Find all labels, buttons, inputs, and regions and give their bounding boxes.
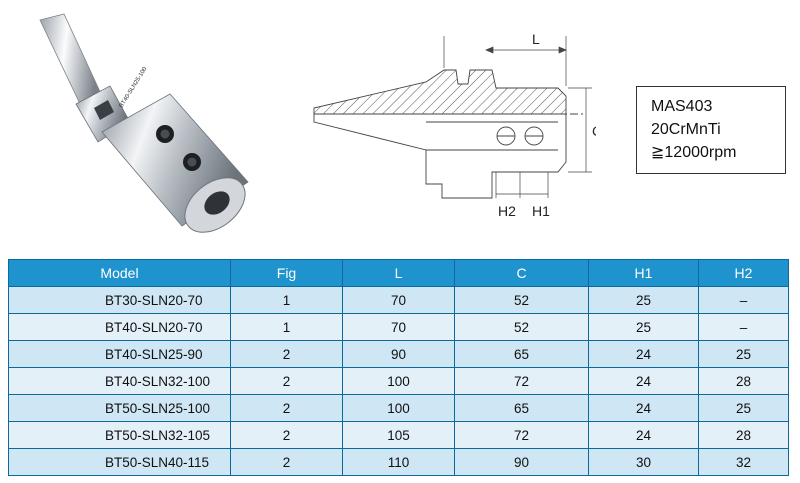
cell-fig: 1 <box>230 286 343 314</box>
cell-h2: 25 <box>698 340 789 368</box>
cell-fig: 2 <box>230 367 343 395</box>
header-h1: H1 <box>588 259 699 287</box>
table-row: BT40-SLN25-90 2 90 65 24 25 <box>8 340 789 368</box>
cell-model: BT50-SLN32-105 <box>8 421 231 449</box>
holder-body <box>39 13 249 233</box>
cell-fig: 1 <box>230 313 343 341</box>
cell-fig: 2 <box>230 421 343 449</box>
cell-model: BT40-SLN20-70 <box>8 313 231 341</box>
table-row: BT50-SLN25-100 2 100 65 24 25 <box>8 394 789 422</box>
table-row: BT40-SLN20-70 1 70 52 25 – <box>8 313 789 341</box>
cell-c: 90 <box>454 448 589 476</box>
cell-l: 70 <box>342 286 455 314</box>
table-header-row: Model Fig L C H1 H2 <box>8 259 789 287</box>
table-row: BT40-SLN32-100 2 100 72 24 28 <box>8 367 789 395</box>
cell-h1: 30 <box>588 448 699 476</box>
spec-standard: MAS403 <box>651 98 713 115</box>
cell-l: 100 <box>342 367 455 395</box>
cell-c: 65 <box>454 394 589 422</box>
holder-section-view <box>313 69 586 199</box>
cell-h2: – <box>698 313 789 341</box>
spec-box: MAS403 20CrMnTi ≧12000rpm <box>636 86 786 174</box>
dim-label-h1: H1 <box>532 203 550 219</box>
dim-label-h2: H2 <box>498 203 516 219</box>
cell-model: BT50-SLN40-115 <box>8 448 231 476</box>
cell-h1: 25 <box>588 313 699 341</box>
header-l: L <box>342 259 455 287</box>
table-row: BT30-SLN20-70 1 70 52 25 – <box>8 286 789 314</box>
cell-l: 105 <box>342 421 455 449</box>
cell-c: 72 <box>454 367 589 395</box>
cell-h1: 24 <box>588 367 699 395</box>
cell-fig: 2 <box>230 448 343 476</box>
header-model: Model <box>8 259 231 287</box>
cell-l: 90 <box>342 340 455 368</box>
cell-c: 65 <box>454 340 589 368</box>
cell-h2: 32 <box>698 448 789 476</box>
dim-label-c: C <box>592 123 596 139</box>
cell-h1: 25 <box>588 286 699 314</box>
dimension-lines <box>443 36 592 198</box>
cell-h1: 24 <box>588 394 699 422</box>
spec-material: 20CrMnTi <box>651 121 721 138</box>
technical-drawing: L C H2 H1 <box>313 31 596 219</box>
cell-fig: 2 <box>230 394 343 422</box>
cell-model: BT50-SLN25-100 <box>8 394 231 422</box>
cell-fig: 2 <box>230 340 343 368</box>
header-fig: Fig <box>230 259 343 287</box>
table-row: BT50-SLN32-105 2 105 72 24 28 <box>8 421 789 449</box>
cell-c: 52 <box>454 313 589 341</box>
cell-l: 100 <box>342 394 455 422</box>
cell-l: 110 <box>342 448 455 476</box>
header-c: C <box>454 259 589 287</box>
dim-label-l: L <box>532 31 540 47</box>
cell-model: BT30-SLN20-70 <box>8 286 231 314</box>
tool-holder-photo: BT40-SLN25-100 <box>39 13 249 233</box>
spec-speed: ≧12000rpm <box>651 144 737 161</box>
cell-c: 52 <box>454 286 589 314</box>
cell-h2: 25 <box>698 394 789 422</box>
header-h2: H2 <box>698 259 789 287</box>
specs-table: Model Fig L C H1 H2 BT30-SLN20-70 1 70 5… <box>8 259 789 476</box>
table-row: BT50-SLN40-115 2 110 90 30 32 <box>8 448 789 476</box>
cell-h1: 24 <box>588 421 699 449</box>
cell-l: 70 <box>342 313 455 341</box>
cell-model: BT40-SLN25-90 <box>8 340 231 368</box>
cell-h2: – <box>698 286 789 314</box>
holder-engraving: BT40-SLN25-100 <box>119 66 149 109</box>
cell-model: BT40-SLN32-100 <box>8 367 231 395</box>
cell-c: 72 <box>454 421 589 449</box>
cell-h2: 28 <box>698 367 789 395</box>
cell-h2: 28 <box>698 421 789 449</box>
cell-h1: 24 <box>588 340 699 368</box>
